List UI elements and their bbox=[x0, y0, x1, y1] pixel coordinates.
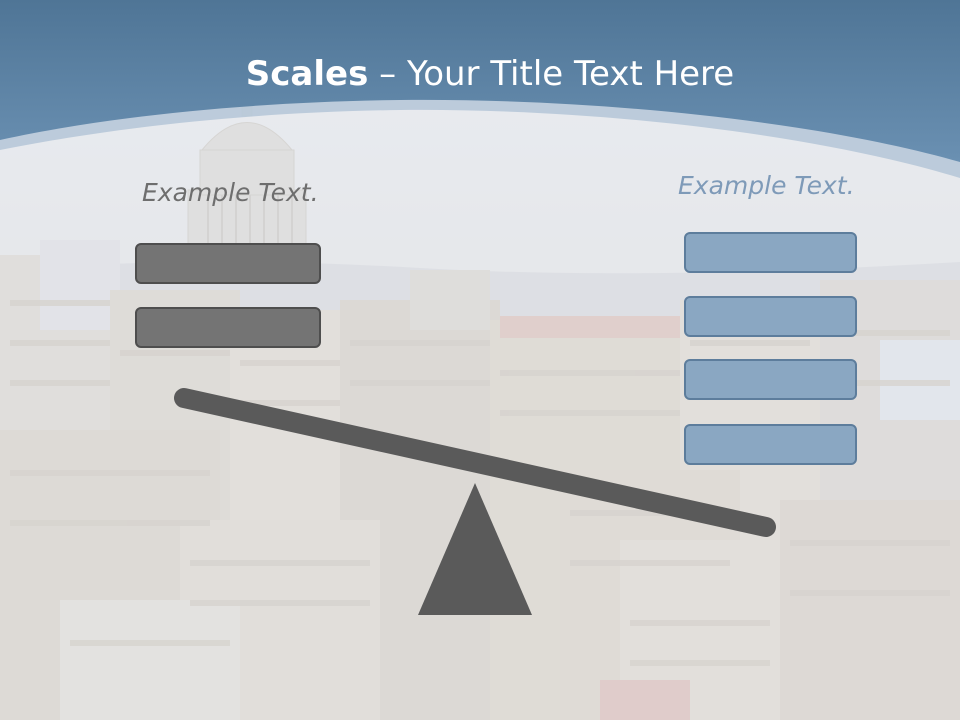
right-weight-box[interactable] bbox=[684, 424, 857, 465]
right-caption: Example Text. bbox=[678, 171, 855, 200]
scale-beam bbox=[174, 388, 776, 537]
title-bold-text: Scales bbox=[245, 54, 369, 94]
title-rest-text: – Your Title Text Here bbox=[368, 54, 735, 94]
left-weight-box[interactable] bbox=[135, 307, 321, 348]
slide-title: Scales – Your Title Text Here bbox=[0, 52, 960, 96]
header-band bbox=[0, 0, 960, 178]
left-caption: Example Text. bbox=[142, 178, 319, 207]
right-weight-box[interactable] bbox=[684, 296, 857, 337]
scale-fulcrum bbox=[418, 483, 532, 615]
left-weight-box[interactable] bbox=[135, 243, 321, 284]
right-weight-box[interactable] bbox=[684, 232, 857, 273]
right-weight-box[interactable] bbox=[684, 359, 857, 400]
